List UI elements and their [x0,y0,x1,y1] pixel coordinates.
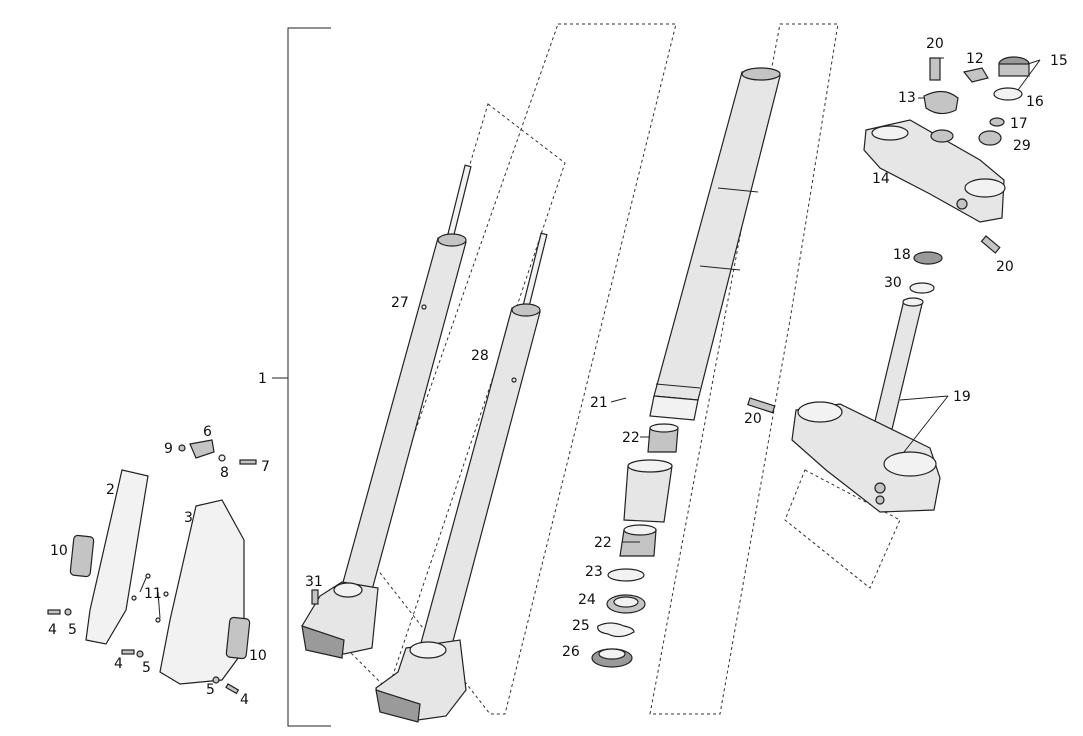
callout-17: 17 [1010,116,1028,132]
callout-8: 8 [220,465,229,481]
callout-2: 2 [106,482,115,498]
upper-triple-clamp-14 [863,56,1030,294]
assembly-bracket [272,27,331,727]
callout-5: 5 [206,682,215,698]
callout-1: 1 [258,371,267,387]
callout-22: 22 [594,535,612,551]
callout-15: 15 [1050,53,1068,69]
callout-20: 20 [996,259,1014,275]
callout-31: 31 [305,574,323,590]
callout-14: 14 [872,171,890,187]
callout-5: 5 [68,622,77,638]
callout-16: 16 [1026,94,1044,110]
leader-lines [139,57,1041,619]
seal-stack [591,423,679,668]
callout-27: 27 [391,295,409,311]
callout-30: 30 [884,275,902,291]
callout-21: 21 [590,395,608,411]
callout-10: 10 [249,648,267,664]
callout-12: 12 [966,51,984,67]
callout-25: 25 [572,618,590,634]
callout-13: 13 [898,90,916,106]
callout-4: 4 [240,692,249,708]
callout-5: 5 [142,660,151,676]
callout-11: 11 [144,586,162,602]
callout-4: 4 [114,656,123,672]
callout-24: 24 [578,592,596,608]
fork-leg-28 [375,232,548,723]
callout-7: 7 [261,459,270,475]
outer-tube-21 [649,67,781,421]
lower-triple-clamp-19 [747,297,941,513]
callout-26: 26 [562,644,580,660]
callout-9: 9 [164,441,173,457]
callout-29: 29 [1013,138,1031,154]
callout-18: 18 [893,247,911,263]
callout-4: 4 [48,622,57,638]
callout-28: 28 [471,348,489,364]
callout-6: 6 [203,424,212,440]
callout-19: 19 [953,389,971,405]
fork-guards [47,439,319,695]
callout-labels: 1 2 3 4 4 4 5 5 5 6 7 8 9 10 10 11 12 13… [48,36,1068,708]
callout-10: 10 [50,543,68,559]
callout-20: 20 [926,36,944,52]
callout-23: 23 [585,564,603,580]
callout-3: 3 [184,510,193,526]
callout-22: 22 [622,430,640,446]
callout-20: 20 [744,411,762,427]
